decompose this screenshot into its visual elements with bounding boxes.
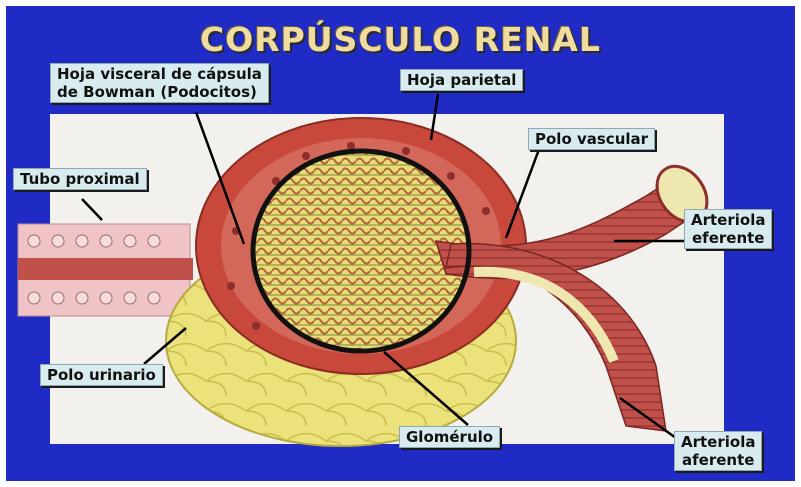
label-hoja-visceral-line1: Hoja visceral de cápsula: [57, 65, 262, 83]
label-arteriola-eferente: Arteriola eferente: [684, 209, 772, 249]
label-polo-vascular: Polo vascular: [528, 128, 655, 150]
label-arteriola-eferente-line2: eferente: [691, 229, 765, 247]
label-hoja-parietal: Hoja parietal: [400, 69, 523, 91]
label-hoja-visceral-line2: de Bowman (Podocitos): [57, 83, 262, 101]
label-arteriola-aferente-line1: Arteriola: [681, 433, 755, 451]
label-arteriola-aferente: Arteriola aferente: [674, 431, 762, 471]
label-hoja-visceral: Hoja visceral de cápsula de Bowman (Podo…: [50, 63, 269, 103]
proximal-tubule: [18, 224, 193, 316]
label-arteriola-eferente-line1: Arteriola: [691, 211, 765, 229]
glomerulus-loops: [255, 153, 467, 349]
label-glomerulo: Glomérulo: [399, 426, 500, 448]
label-polo-urinario: Polo urinario: [40, 364, 163, 386]
label-tubo-proximal: Tubo proximal: [13, 168, 147, 190]
slide-background: CORPÚSCULO RENAL: [6, 6, 795, 481]
leader-tubo-proximal: [82, 199, 102, 220]
label-arteriola-aferente-line2: aferente: [681, 451, 755, 469]
